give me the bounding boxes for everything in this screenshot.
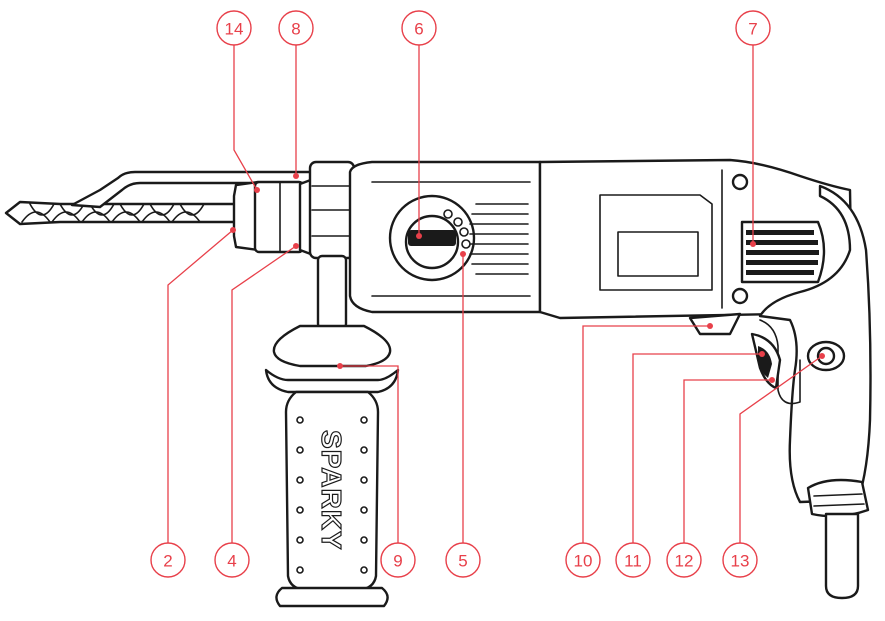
leader-4 [231, 245, 297, 543]
callout-9: 9 [380, 542, 416, 578]
lever [688, 312, 742, 336]
callout-10: 10 [565, 542, 601, 578]
leader-13 [739, 355, 823, 543]
callout-4: 4 [214, 542, 250, 578]
leader-11 [632, 353, 762, 543]
callout-13-label: 13 [731, 552, 750, 571]
callout-2: 2 [150, 542, 186, 578]
handle-clamp [308, 160, 356, 260]
callout-6-label: 6 [414, 20, 423, 39]
callout-8: 8 [278, 10, 314, 46]
chuck [232, 176, 318, 258]
callout-5-label: 5 [458, 552, 467, 571]
callout-7-label: 7 [748, 20, 757, 39]
callout-5: 5 [445, 542, 481, 578]
callout-10-label: 10 [574, 552, 593, 571]
callout-13: 13 [722, 542, 758, 578]
callout-14: 14 [216, 10, 252, 46]
leader-lines [167, 45, 823, 543]
leader-12 [683, 379, 772, 543]
callout-12-label: 12 [675, 552, 694, 571]
callout-8-label: 8 [291, 20, 300, 39]
grip-dots [296, 416, 368, 574]
rear-handle [750, 184, 872, 600]
brand-logo: SPARKY [316, 430, 347, 551]
leader-2 [167, 229, 234, 543]
gear-housing [348, 160, 542, 314]
callout-6: 6 [401, 10, 437, 46]
leader-10 [582, 325, 710, 543]
leader-9 [340, 365, 399, 543]
callout-12: 12 [666, 542, 702, 578]
callout-9-label: 9 [393, 552, 402, 571]
motor-housing [538, 158, 854, 320]
auxiliary-handle: SPARKY [264, 254, 400, 608]
callout-11-label: 11 [624, 552, 642, 571]
callout-7: 7 [735, 10, 771, 46]
leader-dots [230, 173, 825, 383]
leader-14 [233, 45, 258, 191]
callout-4-label: 4 [227, 552, 236, 571]
drill-bit [4, 200, 237, 226]
motor-vents [740, 220, 826, 284]
callout-11: 11 [615, 542, 651, 578]
gear-vents [469, 203, 529, 275]
callout-2-label: 2 [163, 552, 172, 571]
callout-14-label: 14 [225, 20, 244, 39]
